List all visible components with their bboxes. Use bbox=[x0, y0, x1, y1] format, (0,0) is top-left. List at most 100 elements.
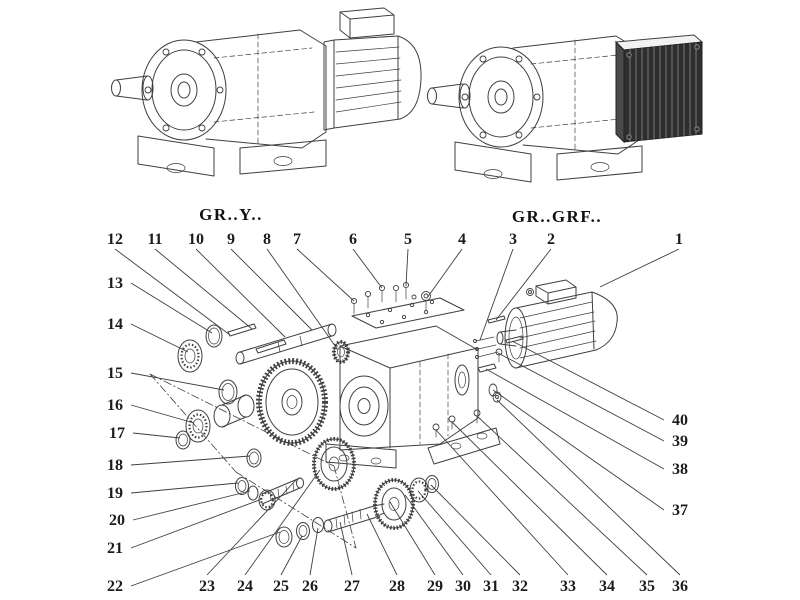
callout-29: 29 bbox=[427, 578, 443, 595]
callout-34: 34 bbox=[599, 578, 615, 595]
callout-32: 32 bbox=[512, 578, 528, 595]
callout-12: 12 bbox=[107, 231, 123, 248]
callout-18: 18 bbox=[107, 457, 123, 474]
callout-36: 36 bbox=[672, 578, 688, 595]
leader-line-11 bbox=[154, 248, 253, 330]
leader-line-8 bbox=[266, 248, 339, 351]
callout-26: 26 bbox=[302, 578, 318, 595]
leader-line-12 bbox=[114, 248, 231, 336]
callout-38: 38 bbox=[672, 461, 688, 478]
input-bearing-set bbox=[177, 324, 223, 373]
finned-cover bbox=[614, 34, 704, 144]
callout-35: 35 bbox=[639, 578, 655, 595]
model-label-right: GR..GRF.. bbox=[512, 207, 602, 226]
leader-line-2 bbox=[495, 248, 552, 321]
callout-14: 14 bbox=[107, 316, 123, 333]
callout-30: 30 bbox=[455, 578, 471, 595]
leader-line-17 bbox=[132, 432, 181, 439]
callout-17: 17 bbox=[109, 425, 125, 442]
callout-37: 37 bbox=[672, 502, 688, 519]
callout-31: 31 bbox=[483, 578, 499, 595]
callout-22: 22 bbox=[107, 578, 123, 595]
leader-line-1 bbox=[599, 248, 680, 288]
callout-28: 28 bbox=[389, 578, 405, 595]
leader-line-36 bbox=[496, 399, 681, 576]
leader-line-28 bbox=[366, 513, 398, 576]
medium-gear bbox=[246, 437, 356, 491]
assembled-view-gr-grf bbox=[427, 34, 704, 183]
leader-line-7 bbox=[296, 248, 355, 302]
housing-cover-plate bbox=[351, 297, 465, 329]
leader-line-29 bbox=[389, 501, 436, 576]
leader-line-5 bbox=[405, 248, 409, 287]
leader-line-13 bbox=[130, 282, 213, 334]
callout-27: 27 bbox=[344, 578, 360, 595]
leader-line-15 bbox=[130, 372, 225, 391]
leader-line-33 bbox=[435, 429, 569, 576]
leader-line-38 bbox=[485, 368, 665, 470]
callout-7: 7 bbox=[293, 231, 301, 248]
assembled-view-gr-y bbox=[111, 7, 422, 177]
leader-line-3 bbox=[479, 248, 514, 341]
leader-line-40 bbox=[511, 340, 665, 421]
callout-10: 10 bbox=[188, 231, 204, 248]
callout-23: 23 bbox=[199, 578, 215, 595]
leader-line-10 bbox=[195, 248, 286, 338]
leader-line-32 bbox=[430, 484, 521, 576]
leader-line-39 bbox=[497, 352, 665, 442]
leader-line-25 bbox=[280, 535, 303, 576]
leader-line-31 bbox=[417, 490, 492, 576]
output-shaft-assembly bbox=[275, 475, 439, 548]
callout-19: 19 bbox=[107, 485, 123, 502]
callout-20: 20 bbox=[109, 512, 125, 529]
leader-line-27 bbox=[339, 521, 353, 576]
callout-6: 6 bbox=[349, 231, 357, 248]
leader-line-23 bbox=[206, 479, 297, 576]
leader-line-20 bbox=[132, 490, 251, 521]
motor-mount-hardware bbox=[473, 315, 524, 397]
leader-line-22 bbox=[130, 531, 281, 587]
leader-line-9 bbox=[230, 248, 313, 331]
leader-line-26 bbox=[309, 527, 319, 576]
leader-line-34 bbox=[451, 421, 608, 576]
callout-16: 16 bbox=[107, 397, 123, 414]
model-label-left: GR..Y.. bbox=[199, 205, 263, 224]
callout-5: 5 bbox=[404, 231, 412, 248]
callout-25: 25 bbox=[273, 578, 289, 595]
large-gear bbox=[256, 358, 328, 446]
callout-4: 4 bbox=[458, 231, 466, 248]
leader-line-24 bbox=[244, 469, 321, 576]
motor bbox=[496, 279, 618, 369]
leader-line-19 bbox=[130, 482, 239, 494]
housing-plugs bbox=[432, 391, 502, 438]
leader-line-14 bbox=[130, 323, 189, 353]
input-shaft bbox=[227, 323, 350, 365]
intermediate-bearing-set bbox=[175, 379, 255, 450]
housing-cover-bolts bbox=[350, 281, 431, 315]
callout-9: 9 bbox=[227, 231, 235, 248]
leader-line-35 bbox=[476, 415, 648, 576]
callout-1: 1 bbox=[675, 231, 683, 248]
gear-housing bbox=[325, 325, 501, 469]
callout-2: 2 bbox=[547, 231, 555, 248]
callout-21: 21 bbox=[107, 540, 123, 557]
callout-13: 13 bbox=[107, 275, 123, 292]
leader-line-18 bbox=[130, 455, 251, 466]
callout-24: 24 bbox=[237, 578, 253, 595]
callout-15: 15 bbox=[107, 365, 123, 382]
leader-line-30 bbox=[404, 494, 464, 576]
leader-line-4 bbox=[426, 248, 463, 299]
leader-line-16 bbox=[130, 404, 195, 424]
callout-40: 40 bbox=[672, 412, 688, 429]
exploded-view bbox=[149, 279, 618, 549]
callout-11: 11 bbox=[147, 231, 162, 248]
leader-line-21 bbox=[130, 498, 263, 549]
callout-39: 39 bbox=[672, 433, 688, 450]
callout-8: 8 bbox=[263, 231, 271, 248]
leader-line-6 bbox=[352, 248, 383, 289]
callout-33: 33 bbox=[560, 578, 576, 595]
leader-line-37 bbox=[492, 389, 665, 511]
